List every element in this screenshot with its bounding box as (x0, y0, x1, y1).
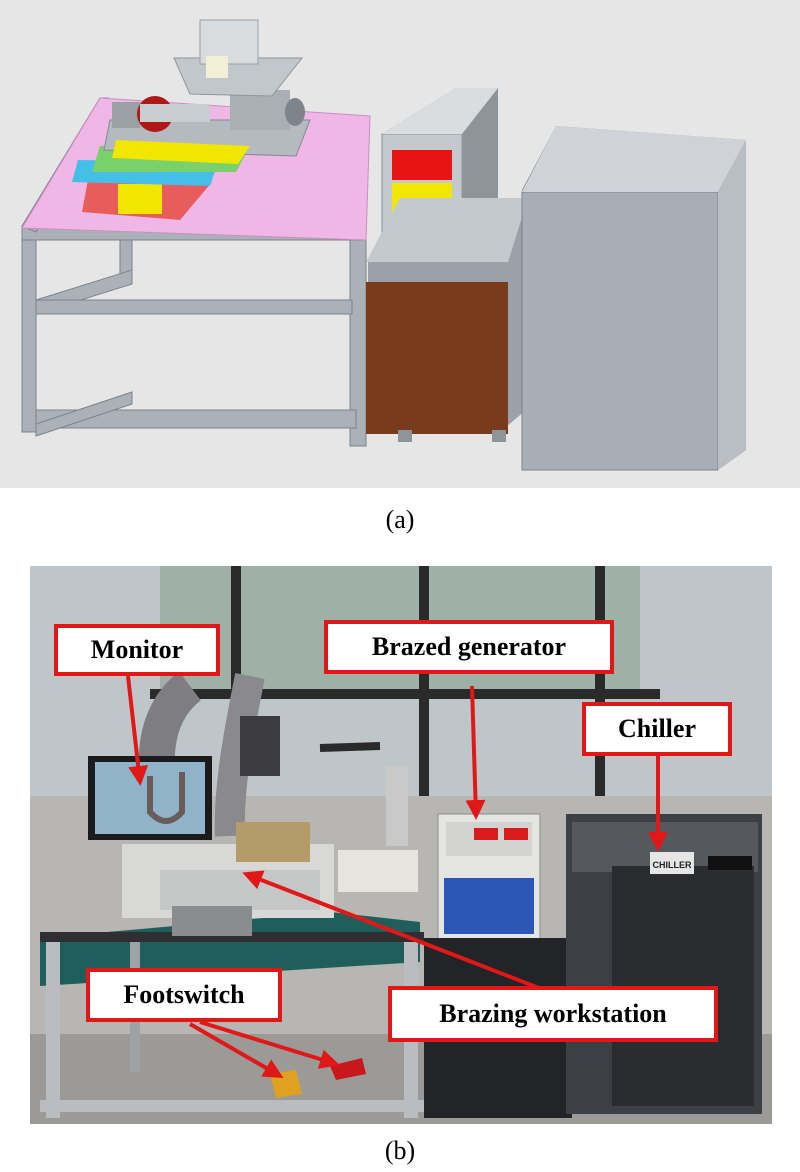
photo-chiller: CHILLER (566, 814, 762, 1114)
arrow-footswitch-2 (199, 1020, 340, 1069)
panel-a-cad-render (0, 0, 800, 488)
label-chiller: Chiller (582, 702, 732, 756)
arrow-workstation (242, 870, 545, 992)
photo-monitor (88, 756, 212, 840)
cad-chiller (521, 126, 746, 471)
footswitch-red (330, 1058, 366, 1080)
cad-workstation (72, 19, 311, 220)
caption-a: (a) (385, 505, 415, 534)
photo-workstation (122, 716, 418, 936)
chiller-brand-text: CHILLER (653, 860, 692, 870)
cad-generator (366, 88, 528, 442)
label-brazing-workstation: Brazing workstation (388, 986, 718, 1042)
arrow-monitor (126, 675, 149, 786)
arrow-footswitch-1 (188, 1022, 284, 1079)
arrow-generator (465, 685, 486, 820)
annotation-arrows (126, 675, 668, 1079)
label-footswitch: Footswitch (86, 968, 282, 1022)
panel-b-photo: CHILLER Monitor Brazed generator Chiller… (0, 566, 800, 1124)
cad-scene (0, 0, 800, 488)
label-monitor: Monitor (54, 624, 220, 676)
label-brazed-generator: Brazed generator (324, 620, 614, 674)
caption-b: (b) (384, 1136, 416, 1165)
